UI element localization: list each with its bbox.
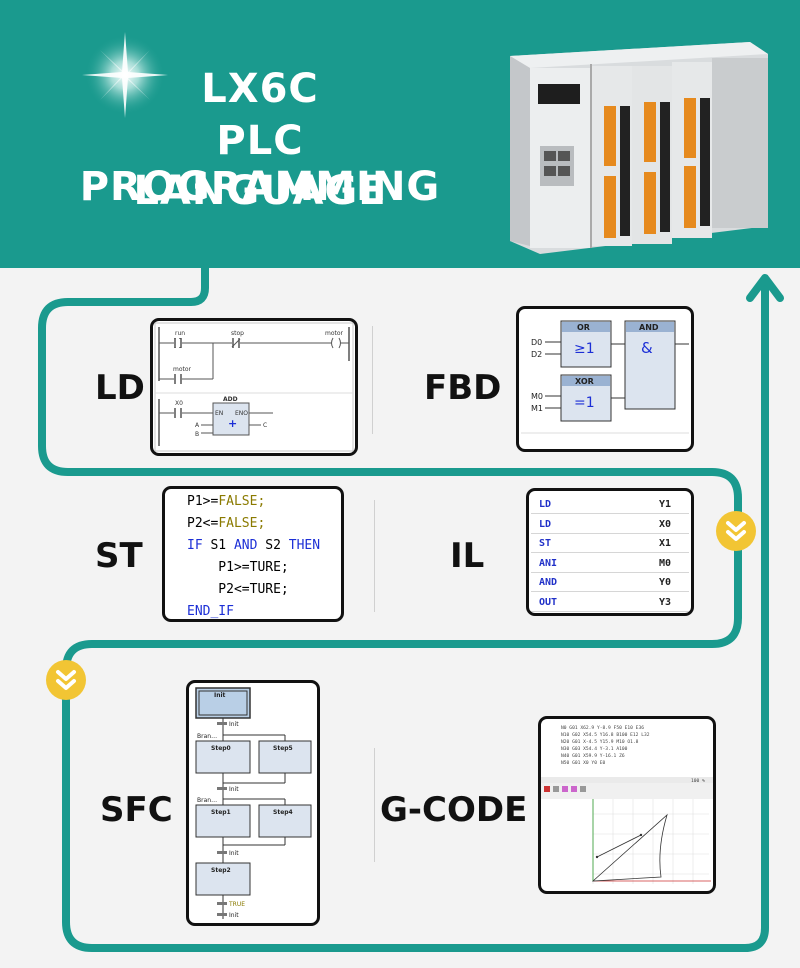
title-line-3: LANGUAGE — [133, 168, 387, 214]
ld-x0-text: X0 — [175, 400, 183, 407]
gcode-line: N10 G02 X54.5 Y16.8 B100 E12 L32 — [561, 732, 650, 738]
sfc-transition-text: Init — [229, 912, 239, 919]
sfc-label: SFC — [100, 790, 173, 830]
ld-stop-text: stop — [231, 330, 244, 337]
ld-motor-contact-text: motor — [173, 366, 192, 373]
st-code-card: P1>=FALSE; P2<=FALSE; IF S1 AND S2 THEN … — [162, 486, 344, 622]
chevron-down-badge-icon — [46, 660, 86, 700]
st-code-line: P1>=TURE; — [187, 560, 289, 575]
il-operator: AND — [539, 577, 558, 588]
fbd-d2-text: D2 — [531, 350, 542, 359]
title-line-1: LX6C — [201, 66, 319, 112]
fbd-m1-text: M1 — [531, 404, 543, 413]
ld-a-text: A — [195, 422, 200, 429]
divider — [374, 748, 375, 862]
st-code-line: END_IF — [187, 604, 234, 619]
il-operator: ANI — [539, 557, 558, 569]
sfc-branch-text: Bran… — [197, 733, 217, 740]
sfc-step0-text: Step0 — [211, 745, 231, 752]
fbd-label: FBD — [424, 368, 502, 408]
il-operator: LD — [539, 499, 552, 510]
fbd-or-text: OR — [577, 323, 590, 332]
il-operand: Y1 — [659, 499, 672, 510]
il-row: LD Y1 — [531, 495, 689, 514]
st-code-line: IF S1 AND S2 THEN — [187, 538, 321, 553]
sfc-diagram-card: Init Init Bran… Step0 Step5 Init Bran… S… — [186, 680, 320, 926]
fbd-xor-text: XOR — [575, 377, 594, 386]
ld-eno-text: ENO — [235, 410, 248, 417]
fbd-diagram-card: D0 D2 OR ≥1 M0 M1 XOR =1 AND & — [516, 306, 694, 452]
ld-c-text: C — [263, 422, 267, 429]
sfc-true-text: TRUE — [228, 901, 245, 908]
fbd-and-text: AND — [639, 323, 659, 332]
ld-b-text: B — [195, 431, 199, 438]
gcode-label: G-CODE — [380, 790, 528, 830]
lens-flare-icon — [82, 32, 168, 118]
fbd-or-sym: ≥1 — [574, 341, 595, 357]
divider — [372, 326, 373, 434]
ld-diagram-card: run stop motor motor X0 ADD EN ENO + A B… — [150, 318, 358, 456]
sfc-step2-text: Step2 — [211, 867, 231, 874]
sfc-transition-text: Init — [229, 786, 239, 793]
plc-device-image — [510, 42, 768, 254]
gcode-line: N20 G01 X-4.5 Y15.9 M10 O1.8 — [561, 739, 639, 745]
il-operator: ST — [539, 538, 552, 549]
fbd-m0-text: M0 — [531, 392, 543, 401]
st-code-line: P1>=FALSE; — [187, 494, 266, 509]
st-label: ST — [95, 536, 143, 576]
gcode-line: N40 G01 X59.9 Y-16.1 Z6 — [561, 753, 625, 759]
sfc-transition-text: Init — [229, 850, 239, 857]
il-operand: Y0 — [659, 577, 672, 588]
gcode-line: N50 G01 X0 Y0 E0 — [561, 760, 605, 766]
sfc-init-step-text: Init — [214, 692, 226, 699]
sfc-step1-text: Step1 — [211, 809, 231, 816]
ld-plus-text: + — [228, 417, 237, 430]
st-code-line: P2<=FALSE; — [187, 516, 266, 531]
sfc-step5-text: Step5 — [273, 745, 293, 752]
ld-add-text: ADD — [223, 396, 238, 403]
ld-run-text: run — [175, 330, 185, 337]
il-row: LD X0 — [531, 515, 689, 534]
st-code-line: P2<=TURE; — [187, 582, 289, 597]
il-label: IL — [450, 536, 485, 576]
sfc-step4-text: Step4 — [273, 809, 293, 816]
fbd-d0-text: D0 — [531, 338, 542, 347]
il-row: ST X1 — [531, 534, 689, 553]
il-operand: M0 — [659, 557, 672, 569]
fbd-xor-sym: =1 — [574, 395, 595, 411]
il-row: OUT Y3 — [531, 593, 689, 612]
il-operator: OUT — [539, 596, 558, 608]
ld-en-text: EN — [215, 410, 223, 417]
gcode-line: N0 G01 X62.9 Y-8.9 F50 E10 E36 — [561, 725, 644, 731]
gcode-line: N30 G03 X54.4 Y-3.1 A100 — [561, 746, 628, 752]
ld-motor-coil-text: motor — [325, 330, 344, 337]
gcode-zoom-text: 100 % — [691, 778, 705, 784]
il-row: AND Y0 — [531, 573, 689, 592]
il-operator: LD — [539, 518, 552, 530]
il-row: ANI M0 — [531, 554, 689, 573]
ld-label: LD — [95, 368, 145, 408]
divider — [374, 500, 375, 612]
il-operand: X0 — [659, 518, 672, 530]
chevron-down-badge-icon — [716, 511, 756, 551]
sfc-branch-text: Bran… — [197, 797, 217, 804]
sfc-transition-text: Init — [229, 721, 239, 728]
fbd-and-sym: & — [641, 339, 653, 357]
title-line-2: PLC PROGRAMMING — [79, 118, 441, 210]
il-operand: Y3 — [659, 596, 672, 608]
il-operand: X1 — [659, 538, 672, 549]
